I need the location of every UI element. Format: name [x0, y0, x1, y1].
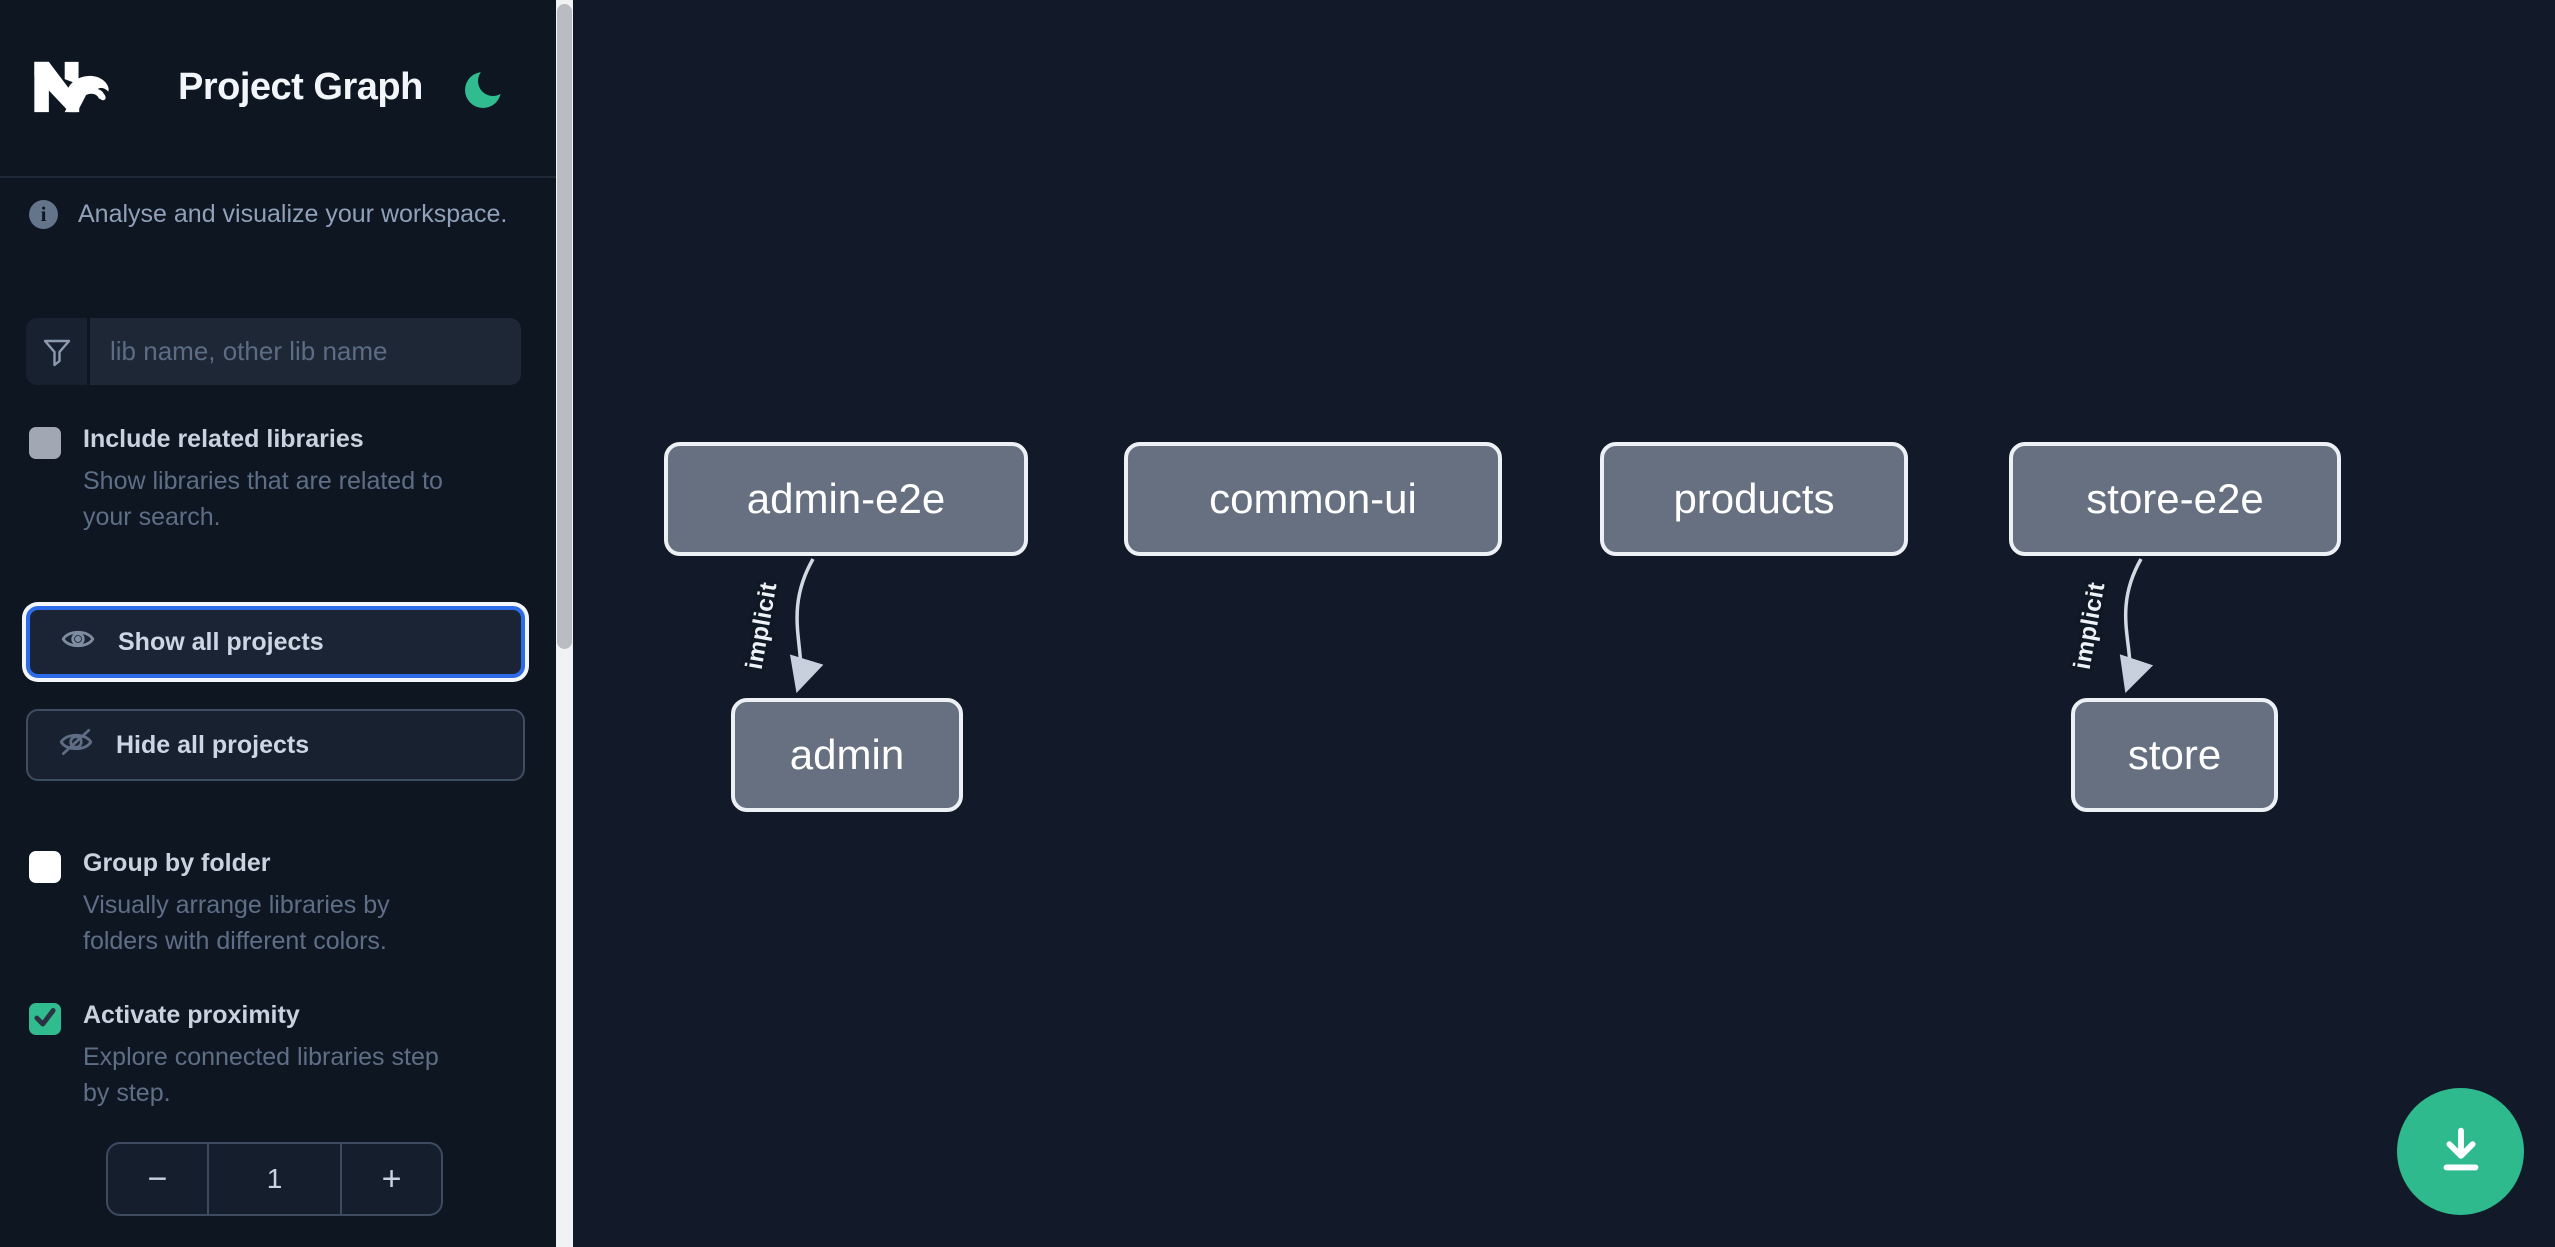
- graph-node-admin[interactable]: admin: [731, 698, 963, 812]
- increment-button[interactable]: +: [342, 1144, 441, 1214]
- option-description: Show libraries that are related to your …: [83, 467, 443, 531]
- moon-icon: [462, 66, 508, 115]
- proximity-depth-stepper: − 1 +: [106, 1142, 443, 1216]
- show-all-projects-label: Show all projects: [118, 627, 324, 656]
- graph-node-store-e2e[interactable]: store-e2e: [2009, 442, 2341, 556]
- option-label[interactable]: Group by folder: [83, 849, 271, 877]
- option-description: Explore connected libraries step by step…: [83, 1043, 439, 1107]
- theme-toggle-button[interactable]: [462, 66, 508, 112]
- graph-node-admin-e2e[interactable]: admin-e2e: [664, 442, 1028, 556]
- nx-logo: [22, 54, 114, 120]
- download-icon: [2430, 1119, 2492, 1184]
- graph-node-products[interactable]: products: [1600, 442, 1908, 556]
- download-graph-button[interactable]: [2397, 1088, 2524, 1215]
- page-title: Project Graph: [178, 66, 423, 108]
- option-label[interactable]: Include related libraries: [83, 425, 364, 453]
- graph-edges-layer: implicit implicit: [737, 558, 2153, 694]
- eye-icon: [60, 625, 96, 660]
- info-icon: i: [29, 200, 58, 229]
- edge-label: implicit: [741, 580, 783, 671]
- graph-node-store[interactable]: store: [2071, 698, 2278, 812]
- option-label[interactable]: Activate proximity: [83, 1001, 300, 1029]
- include-related-checkbox[interactable]: [29, 427, 61, 459]
- search-bar: [26, 318, 521, 385]
- stepper-value: 1: [207, 1144, 342, 1214]
- option-include-related: Include related libraries Show libraries…: [29, 425, 529, 535]
- filter-funnel-icon: [26, 318, 90, 385]
- edge-label: implicit: [2069, 580, 2111, 671]
- hide-all-projects-button[interactable]: Hide all projects: [26, 709, 525, 781]
- intro-row: i Analyse and visualize your workspace.: [29, 200, 507, 229]
- checkmark-icon: [32, 1004, 58, 1035]
- header-divider: [0, 176, 556, 178]
- option-description: Visually arrange libraries by folders wi…: [83, 891, 390, 955]
- show-all-projects-button[interactable]: Show all projects: [26, 606, 525, 678]
- scrollbar-thumb[interactable]: [557, 4, 572, 649]
- search-input[interactable]: [90, 318, 521, 385]
- intro-text: Analyse and visualize your workspace.: [78, 200, 508, 228]
- group-by-folder-checkbox[interactable]: [29, 851, 61, 883]
- project-graph-canvas[interactable]: implicit implicit admin-e2e common-ui pr…: [573, 0, 2555, 1247]
- eye-off-icon: [58, 728, 94, 763]
- graph-node-common-ui[interactable]: common-ui: [1124, 442, 1502, 556]
- edge-admin-e2e-to-admin[interactable]: implicit: [737, 558, 824, 694]
- sidebar: Project Graph i Analyse and visualize yo…: [0, 0, 556, 1247]
- option-activate-proximity: Activate proximity Explore connected lib…: [29, 1001, 529, 1111]
- activate-proximity-checkbox[interactable]: [29, 1003, 61, 1035]
- option-group-by-folder: Group by folder Visually arrange librari…: [29, 849, 529, 959]
- edge-store-e2e-to-store[interactable]: implicit: [2065, 558, 2153, 693]
- hide-all-projects-label: Hide all projects: [116, 730, 310, 759]
- decrement-button[interactable]: −: [108, 1144, 207, 1214]
- sidebar-scrollbar: [556, 0, 573, 1247]
